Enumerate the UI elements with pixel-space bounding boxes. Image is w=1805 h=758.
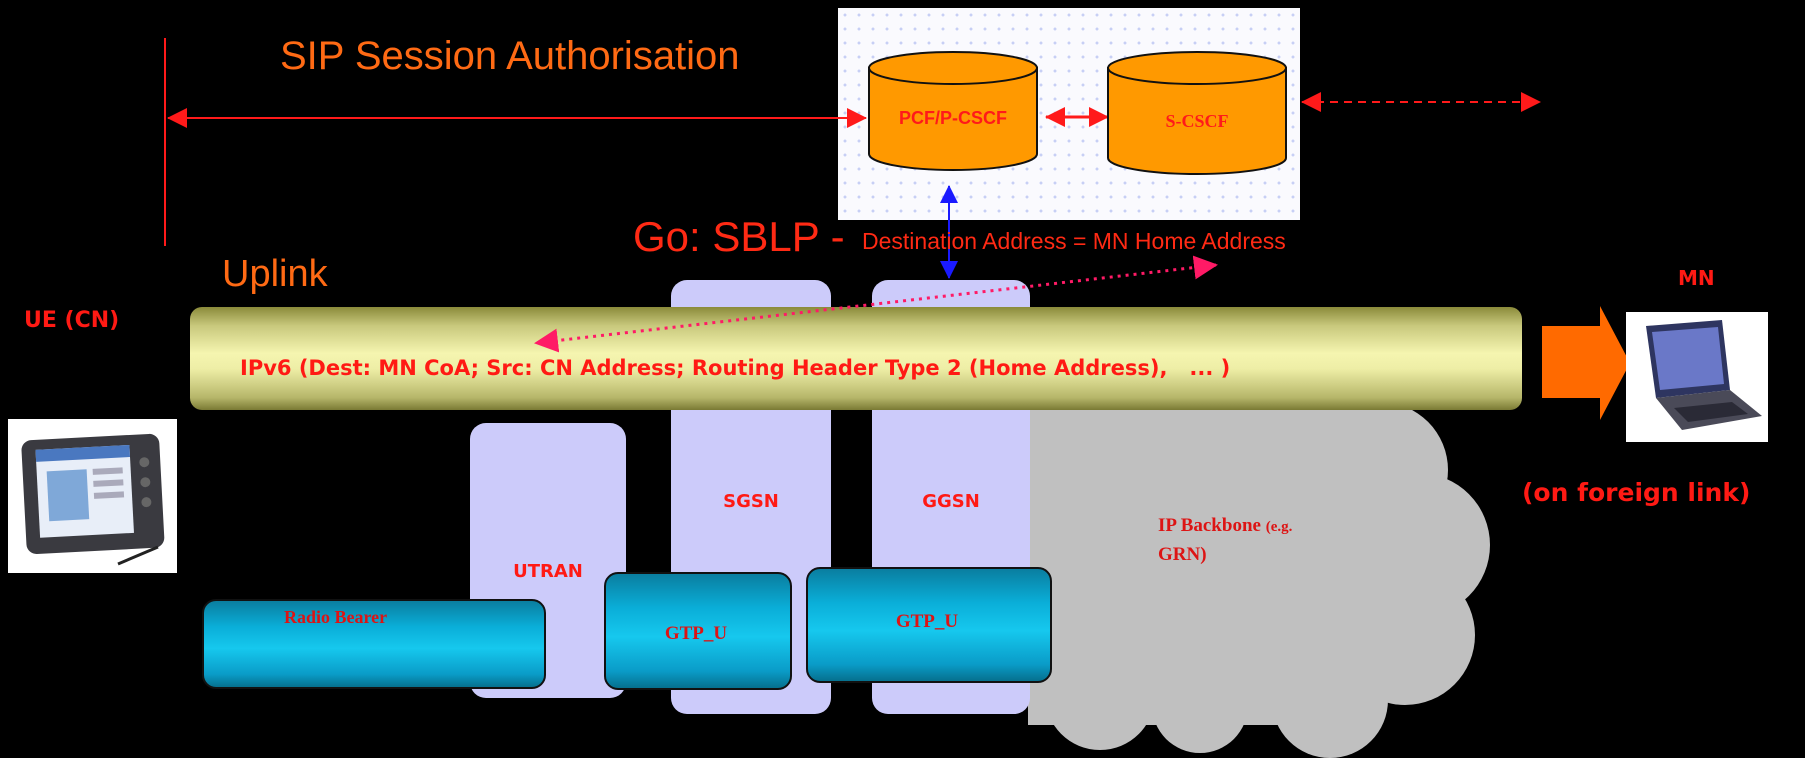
utran-label: UTRAN [513,561,583,582]
delivery-arrow [1542,306,1630,420]
radio-bearer-tube [202,599,546,689]
go-sblp-label: Go: SBLP - [633,213,845,260]
mn-label: MN [1678,266,1715,290]
ip-backbone-line2: GRN) [1158,544,1207,565]
uplink-label: Uplink [222,253,328,295]
ipv6-header-text: IPv6 (Dest: MN CoA; Src: CN Address; Rou… [240,356,1231,380]
sblp-dotted-arrow [534,255,1218,353]
mn-laptop-image [1626,312,1768,442]
ggsn-label: GGSN [922,491,980,512]
gtp-u-label-1: GTP_U [664,623,728,644]
foreign-link-label: (on foreign link) [1522,478,1751,507]
destination-address-label: Destination Address = MN Home Address [862,228,1286,254]
ue-tablet-image [8,419,177,573]
scscf-label: S-CSCF [1165,111,1229,131]
pcf-cylinder [868,51,1038,171]
gtp-u-tube-1 [604,572,792,690]
pcf-label: PCF/P-CSCF [899,108,1007,128]
gtp-u-label-2: GTP_U [895,611,959,632]
radio-bearer-label: Radio Bearer [284,607,388,627]
sip-session-title: SIP Session Authorisation [280,34,740,78]
ue-cn-label: UE (CN) [24,308,120,333]
ip-backbone-label: IP Backbone (e.g. GRN) [1158,512,1292,569]
sgsn-label: SGSN [723,491,779,512]
gtp-u-tube-2 [806,567,1052,683]
scscf-cylinder [1107,51,1287,175]
ip-backbone-line1: IP Backbone [1158,515,1266,536]
ip-backbone-eg: (e.g. [1265,519,1293,535]
